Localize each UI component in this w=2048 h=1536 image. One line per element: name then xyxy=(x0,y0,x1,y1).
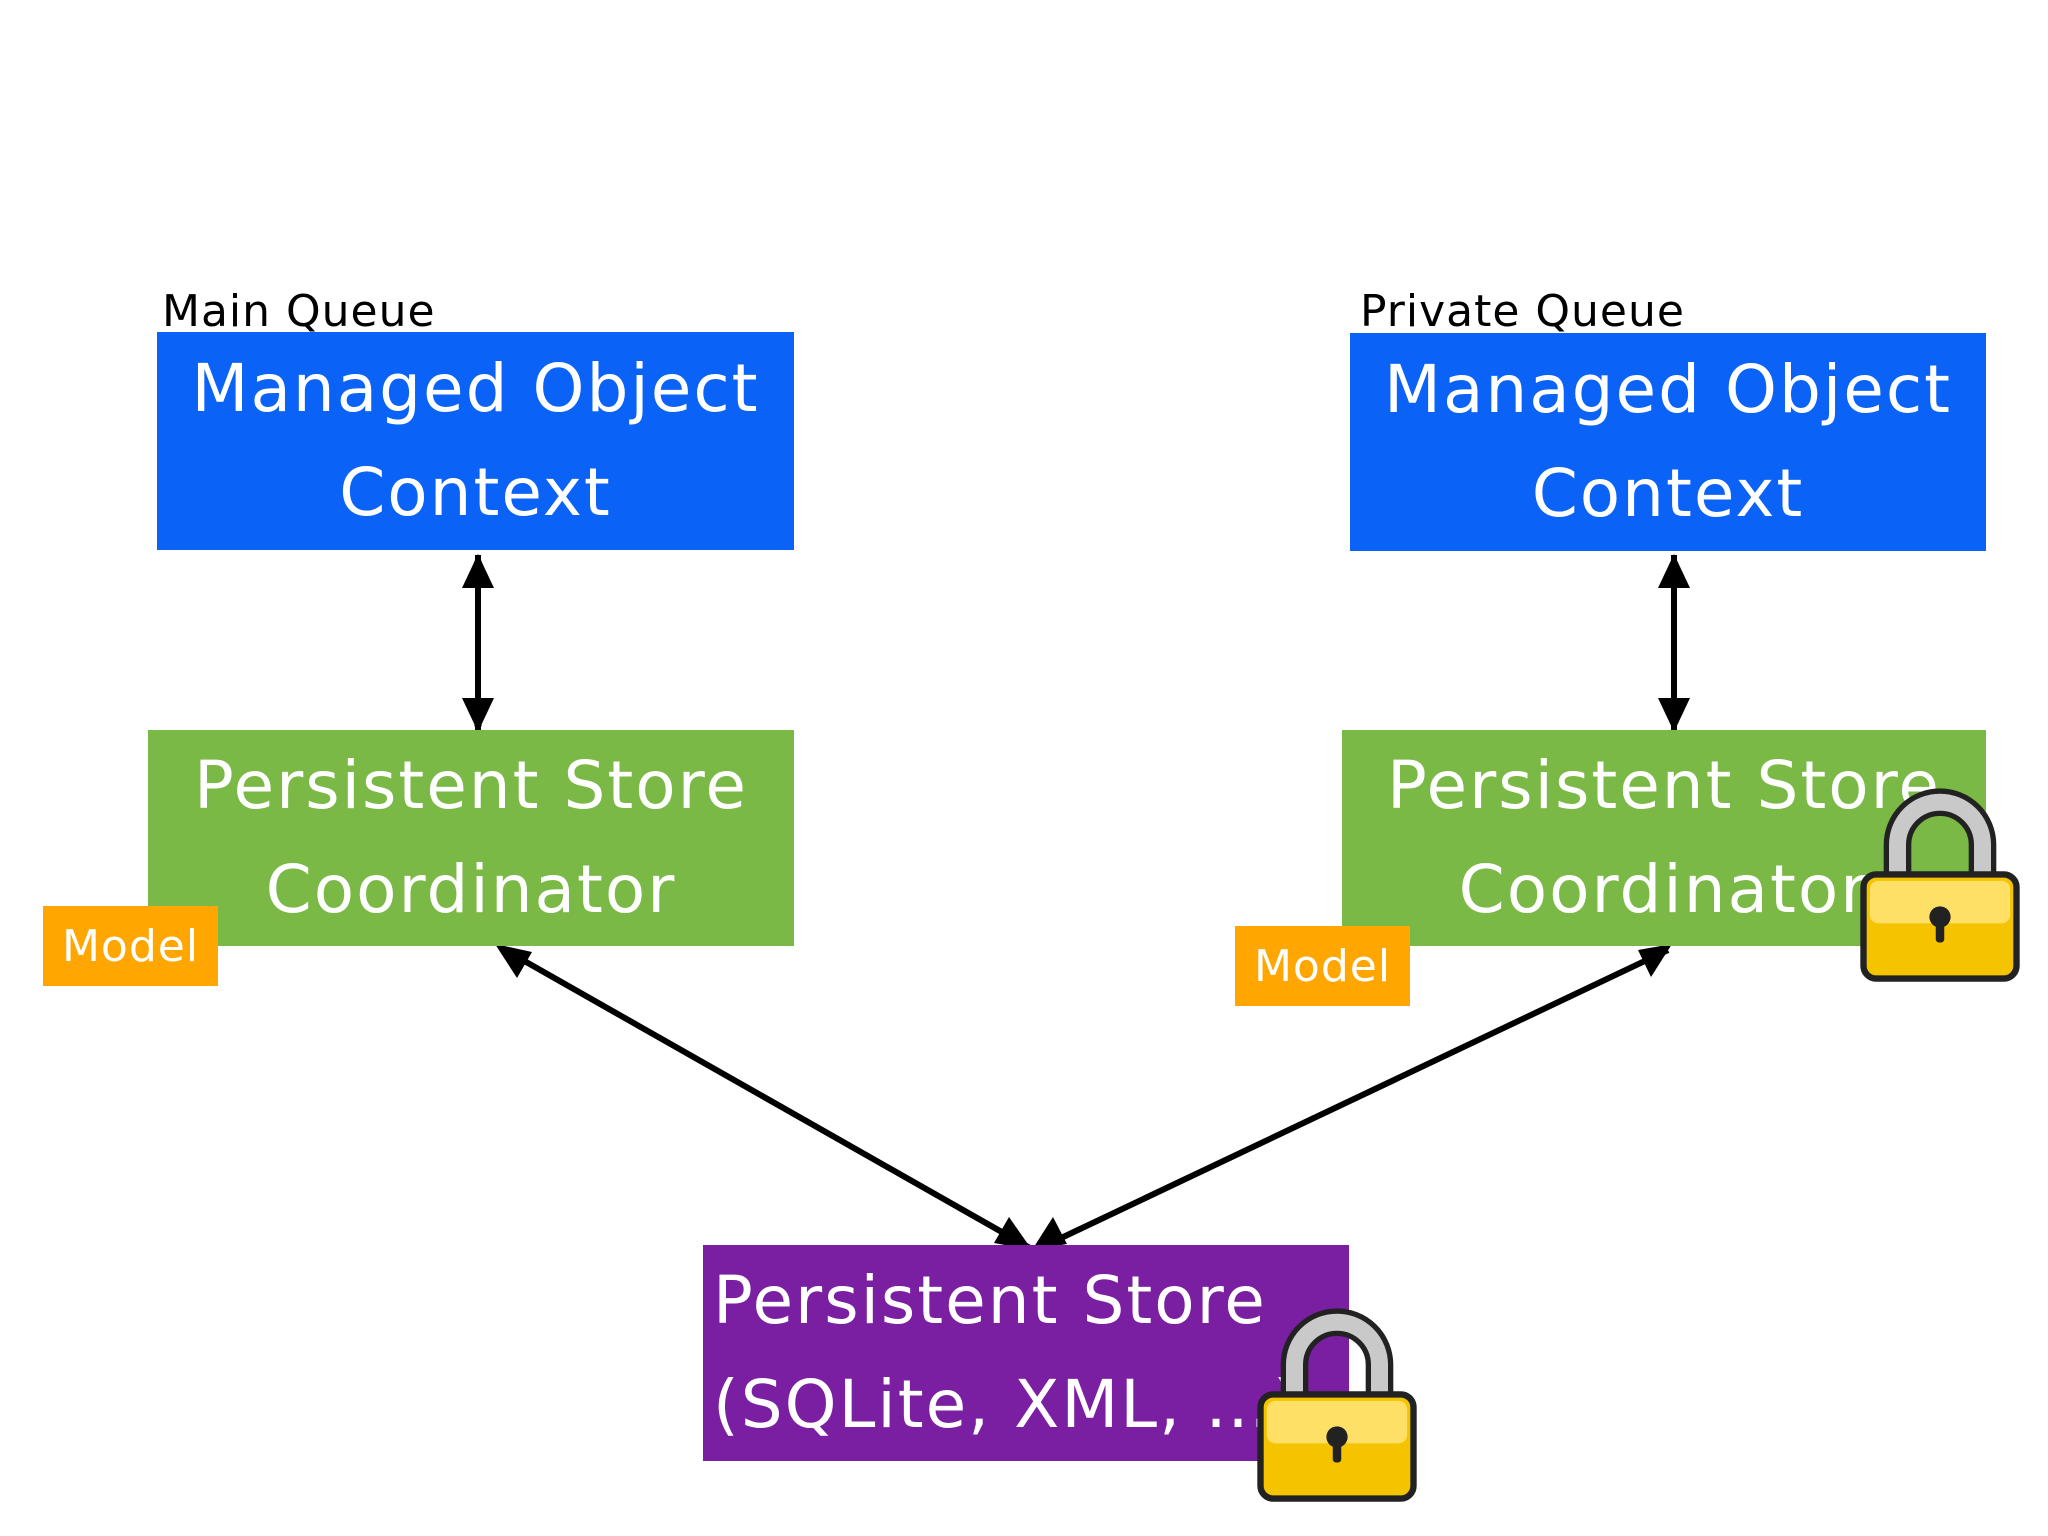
private-moc-line2: Context xyxy=(1531,455,1805,532)
store-line1: Persistent Store xyxy=(713,1262,1267,1339)
main-moc-line2: Context xyxy=(339,454,612,531)
padlock-icon xyxy=(1257,1308,1417,1502)
private-psc-line2: Coordinator xyxy=(1458,851,1870,928)
private-psc-line1: Persistent Store xyxy=(1387,747,1941,824)
main-managed-object-context: Managed Object Context xyxy=(157,332,794,550)
private-moc-line1: Managed Object xyxy=(1384,351,1952,428)
main-queue-label: Main Queue xyxy=(162,286,436,337)
main-model-badge: Model xyxy=(43,906,218,986)
main-psc-line2: Coordinator xyxy=(265,851,677,928)
padlock-icon xyxy=(1860,788,2020,982)
private-model-badge: Model xyxy=(1235,926,1410,1006)
store-line2: (SQLite, XML, …) xyxy=(713,1366,1301,1443)
main-moc-line1: Managed Object xyxy=(191,350,760,427)
arrow-left-coordinator-store xyxy=(503,947,1032,1251)
main-psc-line1: Persistent Store xyxy=(194,747,748,824)
main-persistent-store-coordinator: Persistent Store Coordinator xyxy=(148,730,794,946)
persistent-store: Persistent Store (SQLite, XML, …) xyxy=(703,1245,1349,1461)
private-managed-object-context: Managed Object Context xyxy=(1350,333,1986,551)
private-queue-label: Private Queue xyxy=(1360,286,1685,337)
arrow-right-coordinator-store xyxy=(1038,947,1670,1251)
